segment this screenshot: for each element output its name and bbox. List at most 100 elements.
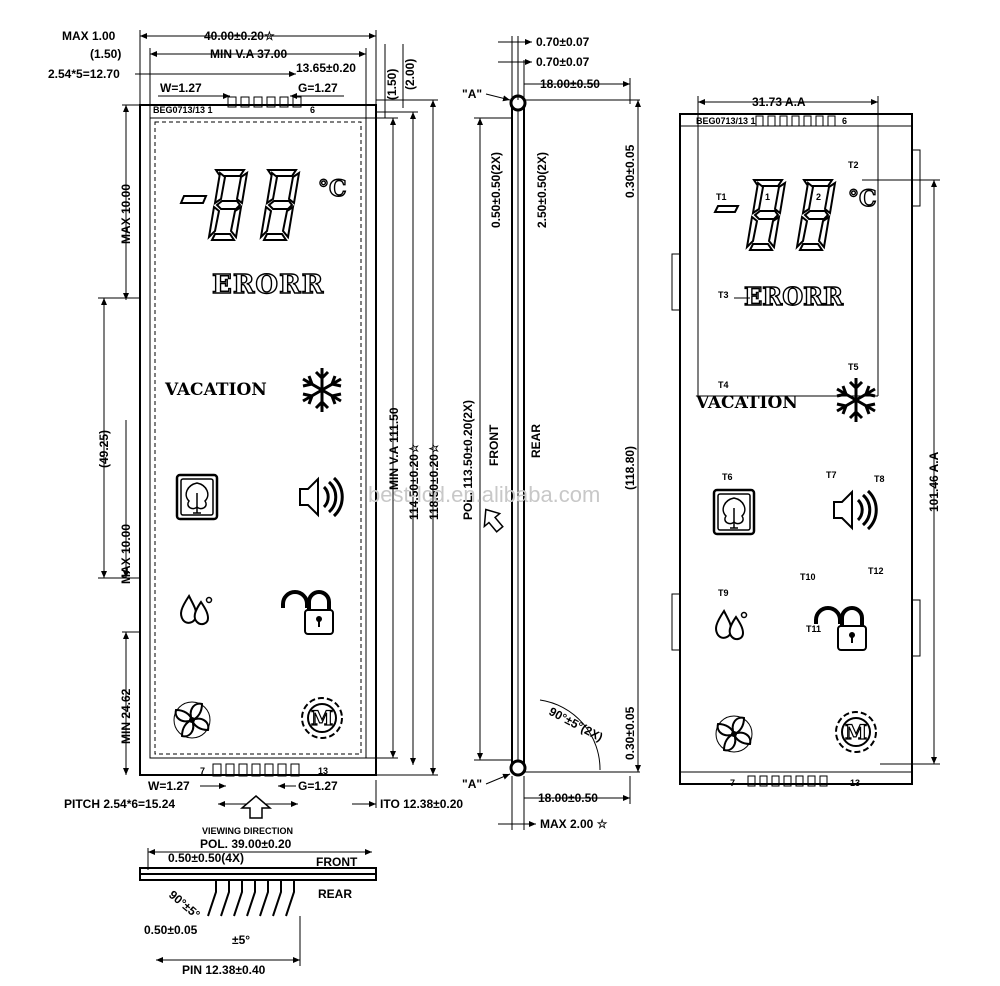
map-pin-13-label: 13 — [850, 778, 860, 788]
map-digit-1 — [746, 179, 786, 251]
marker-a-bottom-label: "A" — [462, 777, 482, 791]
top-margin-2-label: 2.50±0.50(2X) — [535, 152, 549, 228]
tolerance-angle-label: ±5° — [232, 933, 250, 947]
overall-width-label: 40.00±0.20☆ — [204, 29, 275, 43]
mode-m-icon — [301, 697, 343, 739]
bottom-right-label: 0.30±0.05 — [623, 706, 637, 760]
label-t7: T7 — [826, 470, 837, 480]
pin-length-label: PIN 12.38±0.40 — [182, 963, 266, 977]
top-right-label: 0.30±0.05 — [623, 144, 637, 198]
front-vacation-text: VACATION — [164, 380, 267, 400]
detail-a-bottom-marker — [509, 759, 527, 777]
pin-offset-top-label: 13.65±0.20 — [296, 61, 356, 75]
lock-icon — [281, 590, 335, 636]
max-10-bottom-label: MAX 10.00 — [119, 524, 133, 584]
label-t8: T8 — [874, 474, 885, 484]
min-va-height-label: MIN V.A 111.50 — [387, 407, 401, 490]
side-front-label: FRONT — [487, 424, 501, 466]
viewing-arrow-icon — [483, 508, 504, 533]
max-thickness-label: MAX 2.00 ☆ — [540, 817, 608, 831]
front-part-code: BEG0713/13 1 — [153, 105, 213, 115]
map-pin-6-label: 6 — [842, 116, 847, 126]
minus-segment — [179, 195, 208, 204]
front-glass-outline — [139, 104, 377, 776]
max-10-top-label: MAX 10.00 — [119, 184, 133, 244]
speaker-icon — [298, 476, 344, 518]
front-view: BEG0713/13 1 6 7 13 °C ERORR VACATION — [48, 29, 463, 811]
side-rear-label: REAR — [529, 424, 543, 458]
label-t10: T10 — [800, 572, 816, 582]
total-length-label: (118.80) — [623, 446, 637, 490]
map-digit-2 — [796, 179, 836, 251]
right-offset-1-label: (1.50) — [385, 69, 399, 100]
water-drops-icon — [180, 595, 213, 626]
map-right-tab — [911, 149, 921, 207]
label-t4: T4 — [718, 380, 729, 390]
bottom-detail-view: VIEWING DIRECTION POL. 39.00±0.20 0.50±0… — [139, 795, 377, 977]
pin-gap-top-label: G=1.27 — [298, 81, 338, 95]
front-unit-celsius: °C — [318, 176, 347, 202]
front-top-pins — [227, 96, 302, 108]
map-water-drops-icon — [715, 610, 748, 641]
bottom-rear-glass — [139, 873, 377, 881]
viewing-direction-arrow-icon — [239, 795, 273, 819]
max-left-label: MAX 1.00 — [62, 29, 116, 43]
bottom-rear-label: REAR — [318, 887, 352, 901]
segment-map-view: BEG0713/13 1 6 7 13 31.73 A.A — [671, 95, 941, 788]
map-tree-icon — [712, 488, 756, 536]
front-pin-7-label: 7 — [200, 766, 205, 776]
thickness-1-label: 0.70±0.07 — [536, 35, 590, 49]
min-va-width-label: MIN V.A 37.00 — [210, 47, 287, 61]
map-bottom-pins — [747, 775, 828, 787]
offset-left-label: (1.50) — [90, 47, 121, 61]
pol-length-label: POL. 113.50±0.20(2X) — [461, 400, 475, 520]
thickness-2-label: 0.70±0.07 — [536, 55, 590, 69]
map-pin-7-label: 7 — [730, 778, 735, 788]
bottom-offset-label: 0.50±0.50(4X) — [168, 851, 244, 865]
map-mode-m-icon — [835, 711, 877, 753]
front-pin-6-label: 6 — [310, 105, 315, 115]
label-t9: T9 — [718, 588, 729, 598]
map-vacation-text: VACATION — [695, 393, 798, 413]
pin-width-bottom-label: W=1.27 — [148, 779, 190, 793]
map-left-tab — [671, 593, 681, 651]
fan-icon — [173, 701, 211, 739]
front-error-text: ERORR — [212, 270, 324, 300]
marker-a-top-label: "A" — [462, 87, 482, 101]
snowflake-icon — [301, 366, 343, 414]
pitch-side-label: (49.25) — [97, 430, 111, 468]
map-right-tab — [911, 599, 921, 657]
digit-1 — [208, 169, 248, 241]
top-margin-1-label: 0.50±0.50(2X) — [489, 152, 503, 228]
ito-label: ITO 12.38±0.20 — [380, 797, 463, 811]
label-t12: T12 — [868, 566, 884, 576]
map-snowflake-icon — [835, 376, 877, 424]
map-left-tab — [671, 253, 681, 311]
leader-line — [485, 93, 511, 102]
map-fan-icon — [715, 715, 753, 753]
map-minus-segment — [713, 205, 740, 213]
label-t1: T1 — [716, 192, 727, 202]
map-lock-icon — [814, 606, 868, 652]
front-pin-13-label: 13 — [318, 766, 328, 776]
min-bottom-label: MIN 24.62 — [119, 688, 133, 744]
aa-height-label: 101.46 A.A — [927, 451, 941, 512]
map-top-pins — [755, 115, 836, 127]
map-speaker-icon — [832, 489, 878, 531]
aa-width-label: 31.73 A.A — [752, 95, 806, 109]
height-2-label: 118.50±0.20☆ — [427, 443, 441, 520]
bottom-angle-label: 90°±5° — [166, 888, 203, 922]
label-digit-2: 2 — [816, 192, 821, 202]
label-t5: T5 — [848, 362, 859, 372]
pin-gap-bottom-label: G=1.27 — [298, 779, 338, 793]
angle-arc — [539, 699, 601, 771]
map-glass-outline — [679, 113, 913, 785]
front-active-area — [154, 121, 362, 755]
viewing-direction-label: VIEWING DIRECTION — [202, 826, 293, 836]
front-bottom-pins — [212, 763, 300, 777]
label-t2: T2 — [848, 160, 859, 170]
digit-2 — [260, 169, 300, 241]
pol-width-label: POL. 39.00±0.20 — [200, 837, 292, 851]
pitch-bottom-label: PITCH 2.54*6=15.24 — [64, 797, 175, 811]
